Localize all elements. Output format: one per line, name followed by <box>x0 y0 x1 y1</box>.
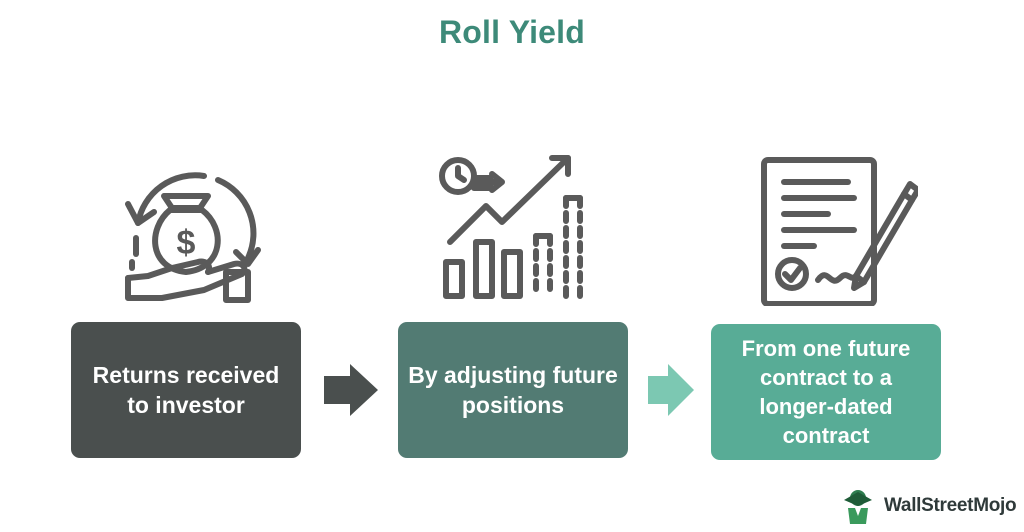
svg-text:$: $ <box>177 224 196 262</box>
brand-logo: WallStreetMojo <box>838 486 1024 526</box>
money-bag-cycle-icon: $ <box>125 172 261 303</box>
arrow-right-icon <box>324 364 378 416</box>
brand-name: WallStreetMojo <box>884 495 1017 516</box>
step-box-adjusting: By adjusting future positions <box>398 322 628 458</box>
arrow-right-icon <box>648 364 694 416</box>
contract-signature-icon <box>761 157 918 306</box>
diagram-title: Roll Yield <box>438 14 586 50</box>
step-label-returns: Returns received to investor <box>92 362 280 418</box>
step-box-contract: From one future contract to a longer-dat… <box>711 324 941 460</box>
step-box-returns: Returns received to investor <box>71 322 301 458</box>
growth-chart-clock-icon <box>439 155 583 299</box>
step-label-contract: From one future contract to a longer-dat… <box>741 336 911 448</box>
step-label-adjusting: By adjusting future positions <box>408 362 618 418</box>
wallstreetmojo-logo-icon <box>844 490 872 524</box>
